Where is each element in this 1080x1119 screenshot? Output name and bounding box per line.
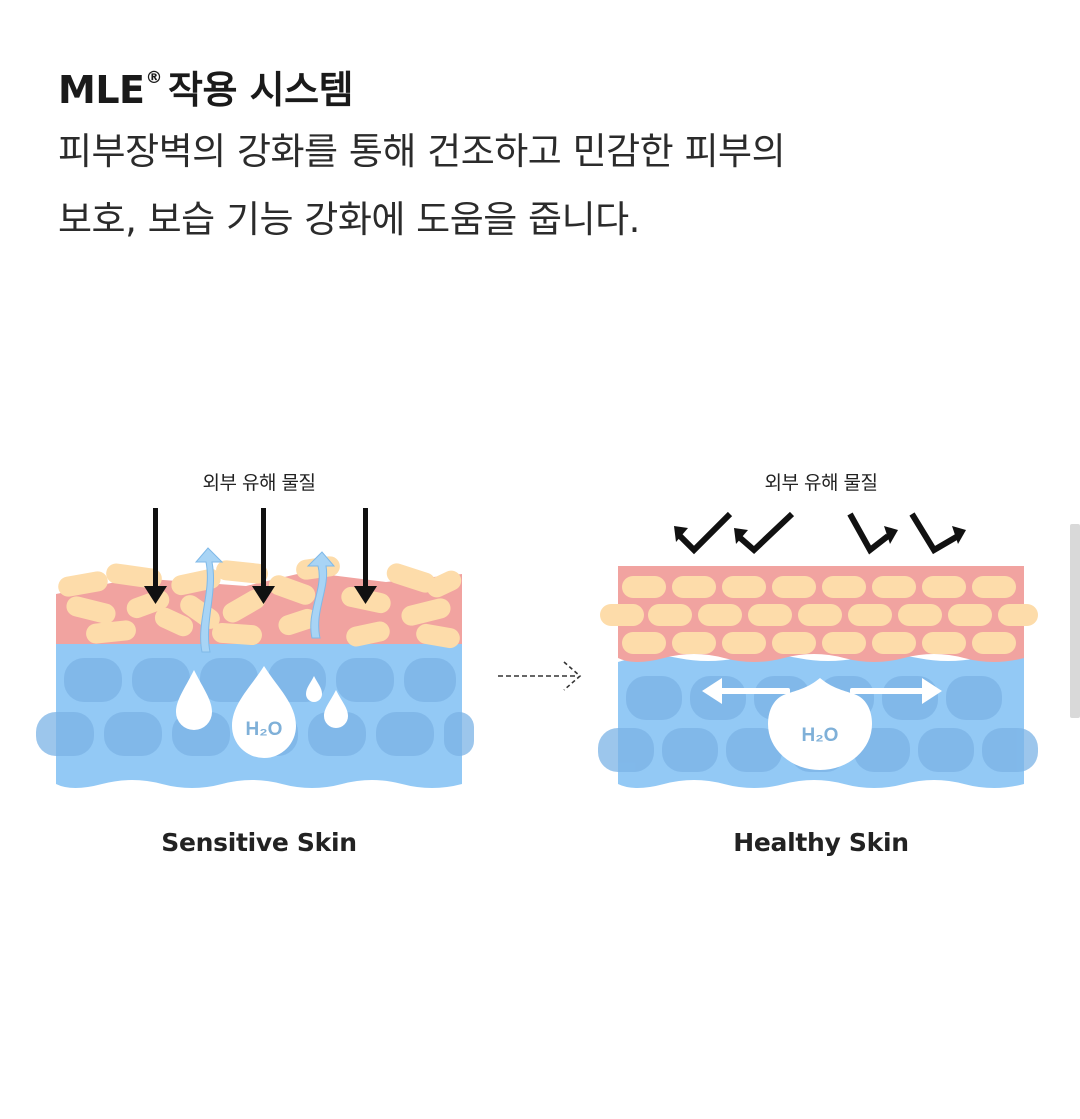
sensitive-skin-caption: Sensitive Skin: [56, 828, 462, 857]
deflect-arrow-icon: [678, 514, 958, 550]
page-description: 피부장벽의 강화를 통해 건조하고 민감한 피부의 보호, 보습 기능 강화에 …: [58, 118, 1018, 254]
title-brand: MLE: [58, 68, 145, 112]
healthy-skin-caption: Healthy Skin: [618, 828, 1024, 857]
sensitive-skin-illustration: H₂O: [56, 462, 462, 802]
description-line-2: 보호, 보습 기능 강화에 도움을 줍니다.: [58, 198, 640, 241]
description-line-1: 피부장벽의 강화를 통해 건조하고 민감한 피부의: [58, 130, 785, 173]
registered-mark: ®: [146, 68, 163, 88]
dashed-arrow-right-icon: [496, 656, 586, 696]
healthy-skin-diagram: 외부 유해 물질: [618, 462, 1024, 802]
title-suffix: 작용 시스템: [168, 68, 353, 112]
healthy-skin-illustration: H₂O: [618, 462, 1024, 802]
water-label-left: H₂O: [246, 719, 283, 740]
water-label-right: H₂O: [802, 725, 839, 746]
sensitive-skin-diagram: 외부 유해 물질: [56, 462, 462, 802]
scrollbar-thumb[interactable]: [1070, 524, 1080, 718]
page-title: MLE®작용 시스템: [58, 52, 353, 116]
